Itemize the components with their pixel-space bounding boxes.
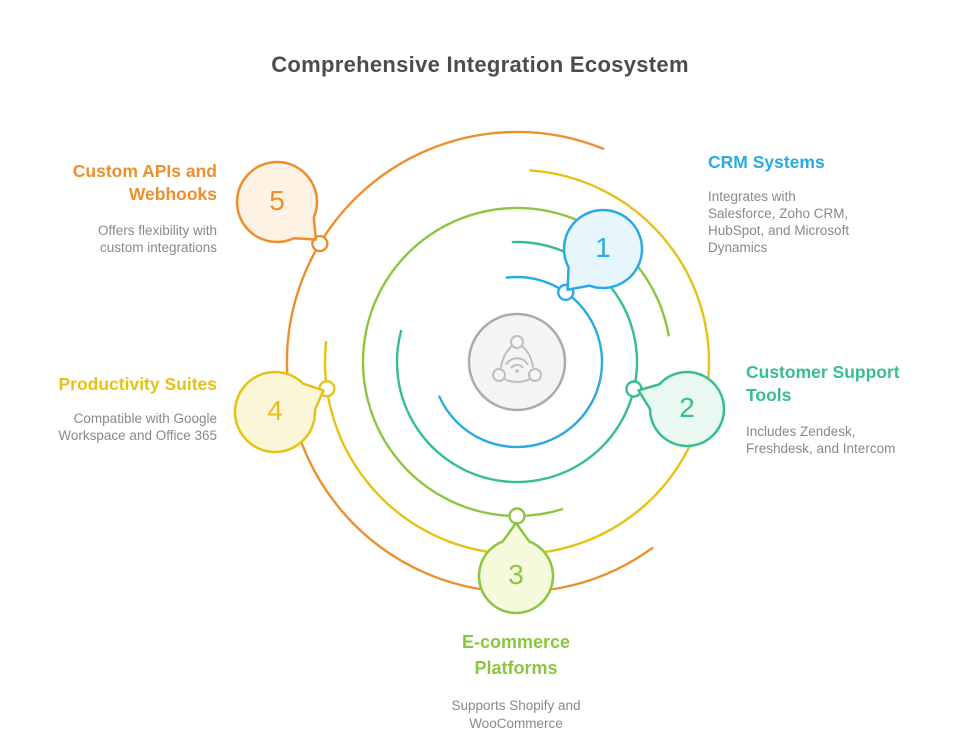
item-title: Custom APIs and Webhooks [72,161,217,204]
item-block-custom-apis-webhooks: Custom APIs and Webhooks Offers flexibil… [25,160,217,256]
bubble-number-3: 3 [508,559,524,590]
item-description: Includes Zendesk, Freshdesk, and Interco… [746,424,896,456]
orbit-arc-4 [323,169,711,556]
speech-bubble-4 [233,370,325,454]
hub-icon-strokes [492,335,542,383]
speech-bubble-1 [562,208,644,292]
bubble-number-2: 2 [679,392,695,423]
item-description: Offers flexibility with custom integrati… [97,223,217,255]
hub-circle [467,312,567,412]
item-block-crm-systems: CRM Systems Integrates with Salesforce, … [708,151,893,256]
bubble-number-4: 4 [267,395,283,426]
item-block-customer-support-tools: Customer Support Tools Includes Zendesk,… [746,361,926,457]
item-description: Compatible with Google Workspace and Off… [58,411,217,443]
item-title: Customer Support Tools [746,362,900,405]
speech-bubble-3 [477,521,555,615]
item-block-productivity-suites: Productivity Suites Compatible with Goog… [25,373,217,444]
bubble-number-1: 1 [595,232,611,263]
item-title: E-commerce Platforms [461,632,571,678]
speech-bubble-2 [637,370,726,448]
item-block-ecommerce-platforms: E-commerce Platforms Supports Shopify an… [406,629,626,733]
bubble-number-5: 5 [269,185,285,216]
network-share-icon [467,312,567,412]
connector-dot-3 [508,507,526,525]
speech-bubble-5 [235,160,319,244]
page-title: Comprehensive Integration Ecosystem [271,52,689,77]
item-description: Integrates with Salesforce, Zoho CRM, Hu… [708,189,850,255]
item-description: Supports Shopify and WooCommerce [451,698,581,731]
item-title: CRM Systems [708,152,825,172]
item-title: Productivity Suites [58,374,217,394]
